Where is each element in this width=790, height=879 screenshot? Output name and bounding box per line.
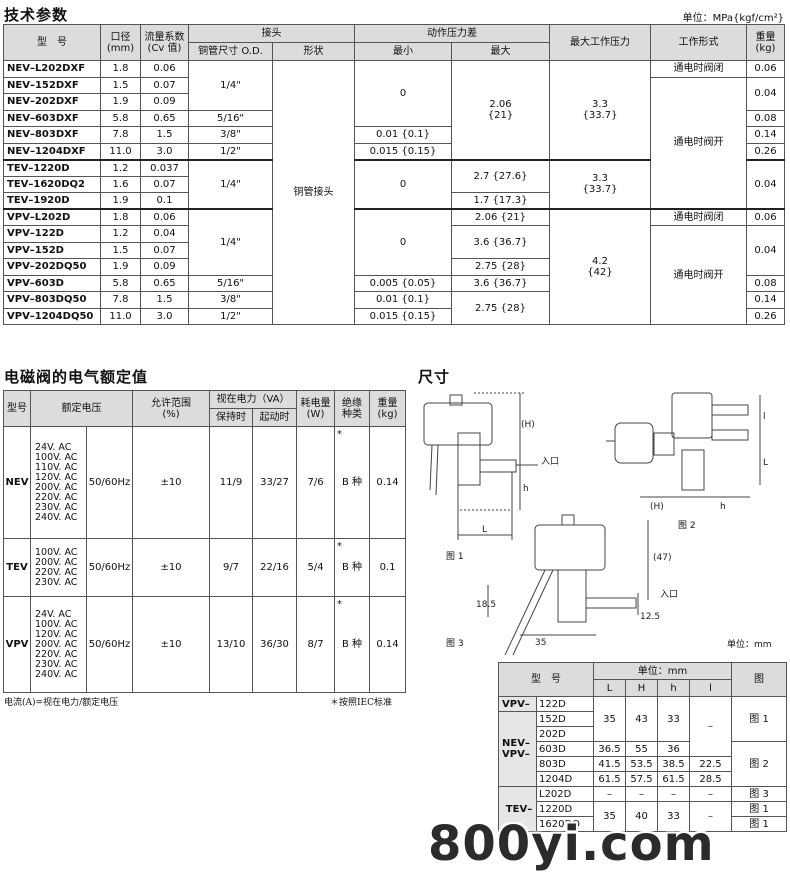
dim-H-fig2: (H) (650, 502, 664, 512)
fig3-label: 图 3 (446, 639, 464, 649)
table-row: VPV–1204DQ50 11.0 3.0 1/2" 0.015 {0.15} … (3, 307, 785, 325)
table-row: 1220D 35 40 33 – 图 1 (499, 801, 788, 832)
table-row: 603D 36.5 55 36 图 2 (499, 741, 788, 787)
dim-L-fig2: L (763, 458, 768, 468)
th-allow: 允许范围(%) (132, 390, 210, 427)
figure-3-drawing (487, 514, 649, 656)
elec-rating-table: 型号 额定电压 允许范围(%) 视在电力（VA） 耗电量(W) 绝缘种类 重量(… (3, 390, 407, 693)
th-model: 型 号 (3, 24, 101, 61)
table-row: TEV–1220D 1.2 0.037 1/4" 0 2.7 {27.6} 3.… (3, 159, 785, 210)
th-dim-unit: 单位：mm (592, 662, 733, 680)
table-row: VPV–122D 1.2 0.04 3.6 {36.7} 通电时阀开 0.04 (3, 225, 785, 325)
dimension-table: 型 号 单位：mm 图 L H h l VPV– 122D 35 43 33 –… (498, 662, 788, 832)
table-row: NEV–152DXF 1.5 0.07 通电时阀开 0.04 (3, 76, 785, 210)
table-row: 1620DQ 图 1 (499, 816, 788, 832)
dim-L-fig1: L (482, 525, 487, 535)
th-max-pressure: 最大工作压力 (549, 24, 651, 61)
elec-note-left: 电流(A)=视在电力/额定电压 (4, 698, 119, 708)
shape-cell: 铜管接头 (272, 60, 355, 325)
table-row: TEV– L202D – – – – 图 3 (498, 786, 788, 832)
table-row: NEV–L202DXF 1.8 0.06 1/4" 铜管接头 0 2.06{21… (3, 60, 785, 325)
dim-h-fig2: h (720, 502, 726, 512)
dim-H-fig1: (H) (521, 420, 535, 430)
dims-unit-label: 单位：mm (727, 640, 772, 650)
th-joint: 接头 (188, 24, 355, 43)
tech-spec-table: 型 号 口径(mm) 流量系数(Cv 值) 接头 动作压力差 最大工作压力 工作… (3, 24, 785, 325)
tech-unit-label: 单位：MPa{kgf/cm²} (682, 13, 784, 24)
dim-35: 35 (535, 638, 546, 648)
fig1-label: 图 1 (446, 552, 464, 562)
figure-1-drawing (423, 392, 538, 540)
th-apparent: 视在电力（VA） (208, 390, 298, 409)
dim-47: (47) (653, 553, 671, 563)
table-row: TEV–1620DQ2 1.6 0.07 (3, 175, 785, 193)
watermark-logo: 800yi.com (428, 816, 715, 872)
th-dim-fig: 图 (731, 662, 788, 697)
th-pressure-diff: 动作压力差 (354, 24, 550, 43)
th-weight: 重量(kg) (746, 24, 785, 61)
th-insul: 绝缘种类 (334, 390, 371, 427)
dims-section-title: 尺寸 (418, 368, 451, 386)
table-row: VPV–L202D 1.8 0.06 1/4" 0 2.06 {21} 4.2{… (3, 208, 785, 325)
table-row: VPV–202DQ50 1.9 0.09 2.75 {28} (3, 258, 785, 276)
dim-l-fig2: l (763, 412, 766, 422)
th-weight-e: 重量(kg) (369, 390, 407, 427)
th-bore: 口径(mm) (100, 24, 141, 61)
tech-section-title: 技术参数 (4, 6, 69, 24)
fig2-label: 图 2 (678, 521, 696, 531)
th-hold: 保持时 (209, 408, 253, 427)
table-row: 1204D 61.5 57.5 61.5 28.5 (499, 771, 787, 787)
th-mode: 工作形式 (650, 24, 747, 61)
th-start: 起动时 (251, 408, 298, 427)
th-pipe-size: 铜管尺寸 O.D. (188, 42, 273, 61)
dim-h-fig1: h (523, 484, 529, 494)
th-max: 最大 (451, 42, 550, 61)
elec-note-right: ＊按照IEC标准 (330, 698, 393, 708)
dimension-drawings: (H) h L 入口 (H) h l L (47) 18.5 12.5 35 入… (423, 392, 768, 656)
dim-12: 12.5 (640, 612, 660, 622)
th-min: 最小 (354, 42, 452, 61)
elec-section-title: 电磁阀的电气额定值 (4, 368, 149, 386)
th-dim-model: 型 号 (498, 662, 594, 697)
th-shape: 形状 (272, 42, 355, 61)
th-type: 型号 (3, 390, 31, 427)
inlet-fig1: 入口 (541, 456, 559, 467)
dim-18: 18.5 (476, 600, 496, 610)
th-rated-voltage: 额定电压 (30, 390, 133, 427)
table-row: VPV– 122D 35 43 33 – 图 1 (498, 696, 788, 757)
inlet-fig3: 入口 (660, 589, 678, 600)
th-power: 耗电量(W) (296, 390, 336, 427)
figure-2-drawing (606, 392, 761, 498)
th-flow: 流量系数(Cv 值) (140, 24, 189, 61)
